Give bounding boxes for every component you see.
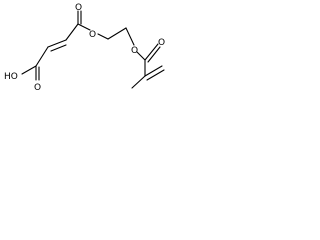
atom-o-ester1-link: O [89,30,96,40]
atom-o-acid: O [34,83,41,93]
bond-alkene [47,39,67,48]
bond-methyl [131,75,146,89]
atom-o-ester2-carbonyl: O [158,38,165,48]
bond-ch2-o [125,27,135,46]
bond-ester2-carbonyl-double [147,46,161,63]
bond-c1-c2 [35,46,49,67]
atom-o-ester2-link: O [131,46,138,56]
chemical-structure: HO O O O O O [4,3,165,93]
bond-alkene-double [50,44,67,52]
bond-c4-o [77,23,91,31]
bond-methylene [144,65,163,77]
bonds [21,10,165,89]
bond-ch2-ch2 [107,27,127,40]
atom-labels: HO O O O O O [4,3,165,93]
bond-ester2-carbonyl [144,43,159,61]
bond-o-c5 [136,51,146,61]
atom-o-ester1-carbonyl: O [75,3,82,13]
bond-c3-c4 [65,23,79,41]
bond-ho-c [21,65,37,75]
atom-ho: HO [4,72,18,82]
bond-methylene-double [146,69,165,81]
bond-o-ch2 [97,33,109,40]
